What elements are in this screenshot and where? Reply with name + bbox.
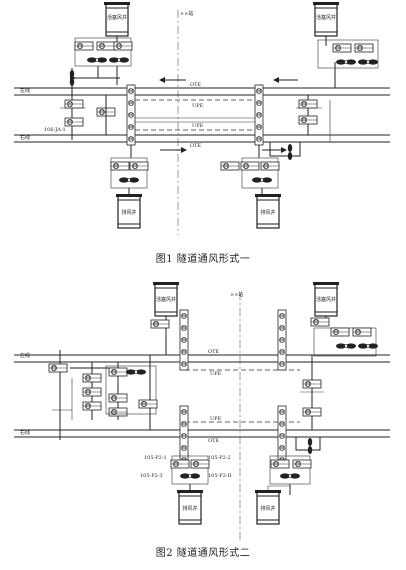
damper-stack-right <box>254 84 264 146</box>
shaft-bottom-left-label-2: 排风井 <box>182 505 197 512</box>
upe-label-bottom: UPE <box>192 123 204 129</box>
tag-105-p2-2: 105-P2-2 <box>208 455 231 461</box>
right-line-label-2: 右线 <box>20 429 30 436</box>
tag-105-p2-1: 105-P2-1 <box>144 455 167 461</box>
upe-label-top: UPE <box>192 103 204 109</box>
left-line-label-2: 左线 <box>20 352 30 359</box>
tag-105-p2-ii: 105-P2-II <box>208 473 231 479</box>
shaft-top-left-label-2: 活塞风井 <box>156 296 176 303</box>
fan-icon <box>86 57 108 63</box>
tag-105-p2-3: 105-P2-3 <box>140 473 163 479</box>
right-line-label: 右线 <box>20 134 30 141</box>
shaft-bottom-right-label: 排风井 <box>260 209 275 216</box>
upe-label-top-2: UPE <box>210 371 222 377</box>
figure-2-caption: 图2 隧道通风形式二 <box>156 546 251 559</box>
damper-motor <box>74 41 94 51</box>
shaft-bottom-left-label: 排风井 <box>121 209 136 216</box>
figure-2: ××站 左线 右线 OTE UPE UPE OTE 活塞风井 <box>14 281 390 540</box>
fan-icon-2 <box>125 369 147 375</box>
shaft-top-right-label-2: 活塞风井 <box>316 296 336 303</box>
figure-1-caption: 图1 隧道通风形式一 <box>156 252 251 265</box>
upe-label-bottom-2: UPE <box>210 416 222 422</box>
station-label: ××站 <box>180 10 193 17</box>
ote-label-top: OTE <box>190 82 201 88</box>
ote-label-top-2: OTE <box>208 349 219 355</box>
damper-stack-left <box>126 84 136 146</box>
shaft-top-left-label: 活塞风井 <box>107 14 127 21</box>
shaft-top-right-label: 活塞风井 <box>316 14 336 21</box>
damper-stack-left-2 <box>179 309 189 371</box>
ote-label-bottom: OTE <box>190 143 201 149</box>
shaft-bottom-right-label-2: 排风井 <box>260 505 275 512</box>
station-label-2: ××站 <box>230 291 243 298</box>
equipment-tag: 106-JA-1 <box>44 127 66 133</box>
left-line-label: 左线 <box>20 87 30 94</box>
ote-label-bottom-2: OTE <box>208 438 219 444</box>
figure-1: ××站 左线 右线 OTE UPE UPE OTE 活塞风井 <box>14 1 390 235</box>
